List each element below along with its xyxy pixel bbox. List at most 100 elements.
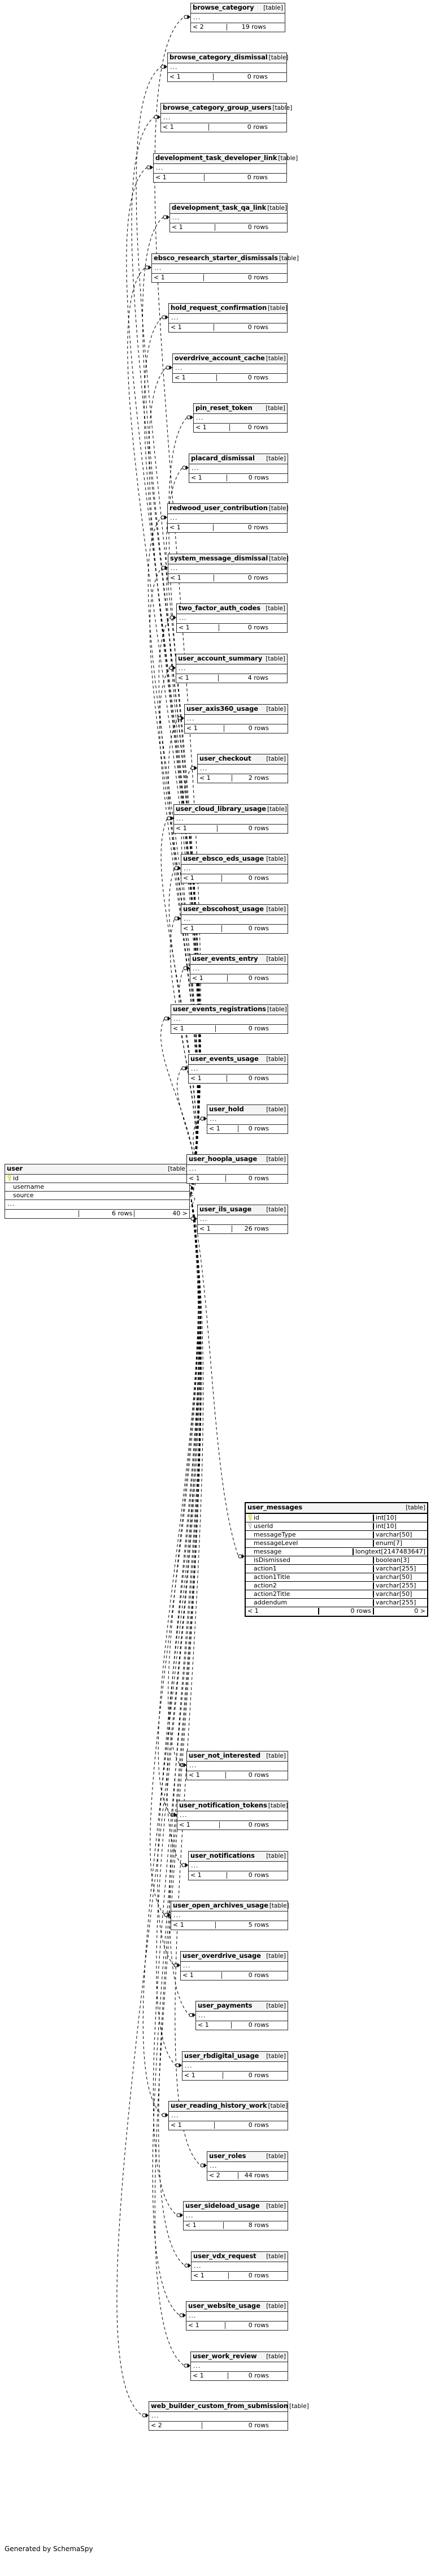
foreign-key-icon [248, 1523, 252, 1529]
more-columns-indicator: ... [192, 2262, 288, 2272]
table-name: user_hoopla_usage [189, 1155, 258, 1163]
parent-count: < 1 [169, 73, 181, 81]
more-columns-indicator: ... [194, 414, 287, 424]
table-name: browse_category [193, 3, 254, 11]
table-header: user_vdx_request[table] [192, 2252, 288, 2262]
parent-count: < 1 [193, 2372, 204, 2380]
more-columns-indicator: ... [176, 665, 287, 674]
column-name: username [13, 1183, 44, 1190]
table-type-label: [table] [266, 906, 286, 913]
table-type-label: [table] [266, 1853, 286, 1859]
parent-count: < 1 [183, 874, 194, 882]
parent-count: < 1 [183, 925, 194, 933]
row-count: 0 rows [226, 1871, 271, 1879]
row-count: 0 rows [222, 2072, 271, 2079]
table-type-label: [table] [268, 1802, 288, 1809]
column-name: action2Title [254, 1590, 290, 1598]
parent-count: < 1 [175, 374, 186, 382]
row-count: 0 rows [226, 1075, 271, 1082]
table-node-browse-category-group-users[interactable]: browse_category_group_users[table]...< 1… [160, 103, 292, 132]
table-node-web-builder-custom-from-submission[interactable]: web_builder_custom_from_submission[table… [149, 2401, 309, 2431]
table-header: web_builder_custom_from_submission[table… [149, 2402, 309, 2412]
table-name: development_task_qa_link [172, 204, 267, 212]
table-header: user [table] [5, 1164, 189, 1175]
generator-credit: Generated by SchemaSpy [5, 2545, 93, 2553]
more-columns-indicator: ... [187, 1165, 288, 1175]
row-count: 4 rows [218, 674, 270, 682]
table-header: user_account_summary[table] [176, 654, 287, 665]
row-count: 0 rows [203, 274, 270, 282]
parent-count: < 1 [192, 974, 203, 982]
row-count: 0 rows [208, 123, 269, 131]
more-columns-indicator: ... [169, 2112, 288, 2121]
table-node-development-task-developer-link[interactable]: development_task_developer_link[table]..… [153, 153, 298, 183]
table-header: user_events_usage[table] [189, 1055, 288, 1065]
more-columns-indicator: ... [171, 1015, 288, 1025]
parent-count: < 1 [190, 1871, 202, 1879]
table-header: development_task_developer_link[table] [154, 154, 298, 164]
column-cell: action2Title [246, 1590, 373, 1598]
table-header: user_ils_usage[table] [198, 1205, 288, 1215]
column-name: source [13, 1191, 34, 1199]
table-name: user_messages [247, 1503, 303, 1511]
table-name: placard_dismissal [191, 454, 255, 462]
parent-count: < 2 [151, 2422, 162, 2430]
table-type-label: [table] [266, 2003, 286, 2009]
column-type: varchar[255] [373, 1565, 427, 1572]
table-node-user[interactable]: user [table] id username source ... [5, 1164, 190, 1219]
table-type-label: [table] [266, 2203, 286, 2210]
row-count: 26 rows [232, 1225, 271, 1233]
more-columns-indicator: ... [174, 815, 288, 825]
more-columns-indicator: ... [168, 514, 287, 524]
table-node-ebsco-research-starter-dismissals[interactable]: ebsco_research_starter_dismissals[table]… [151, 253, 299, 283]
row-count: 0 rows [221, 1971, 271, 1979]
parent-count: < 1 [176, 825, 187, 832]
